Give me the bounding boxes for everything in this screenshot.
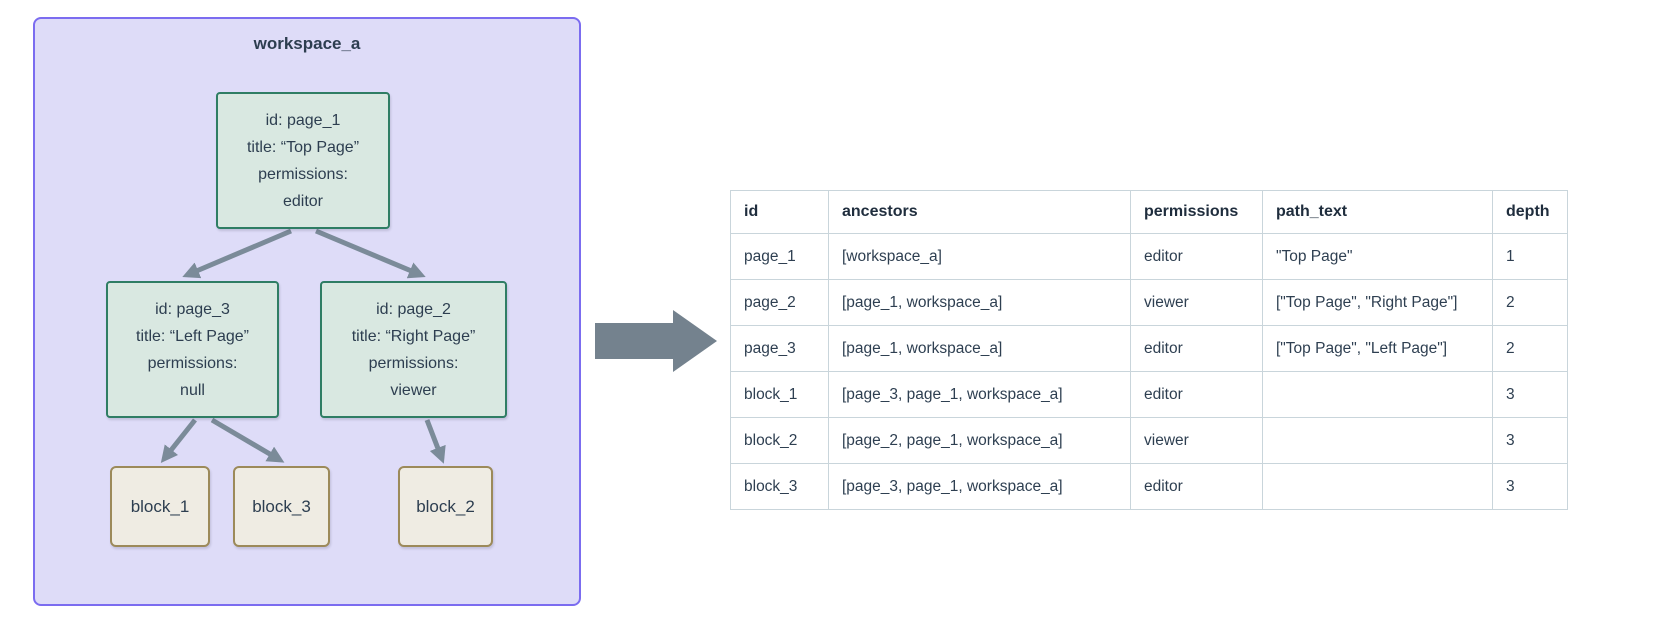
workspace-container: workspace_a id: page_1 title: “Top Page”… <box>33 17 581 606</box>
table-row: page_2 [page_1, workspace_a] viewer ["To… <box>730 279 1568 326</box>
table-row: block_2 [page_2, page_1, workspace_a] vi… <box>730 417 1568 464</box>
cell-id: block_2 <box>730 417 829 464</box>
cell-path-text: ["Top Page", "Left Page"] <box>1262 325 1493 372</box>
edge-page1-page2-arrow <box>315 228 426 279</box>
node-line: title: “Top Page” <box>246 138 360 156</box>
col-header-path-text: path_text <box>1262 190 1493 234</box>
node-page-2: id: page_2 title: “Right Page” permissio… <box>320 281 507 418</box>
cell-id: block_3 <box>730 463 829 510</box>
table-row: page_1 [workspace_a] editor "Top Page" 1 <box>730 233 1568 280</box>
cell-permissions: viewer <box>1130 279 1263 326</box>
cell-id: page_1 <box>730 233 829 280</box>
node-line: null <box>180 381 205 399</box>
cell-ancestors: [page_3, page_1, workspace_a] <box>828 371 1131 418</box>
col-header-ancestors: ancestors <box>828 190 1131 234</box>
cell-path-text <box>1262 371 1493 418</box>
cell-id: page_2 <box>730 279 829 326</box>
cell-depth: 2 <box>1492 325 1568 372</box>
node-line: id: page_2 <box>376 300 451 318</box>
cell-permissions: editor <box>1130 463 1263 510</box>
cell-depth: 3 <box>1492 417 1568 464</box>
cell-permissions: editor <box>1130 233 1263 280</box>
table-header-row: id ancestors permissions path_text depth <box>730 190 1568 234</box>
node-line: permissions: <box>147 354 238 372</box>
transform-arrow-icon <box>595 310 717 372</box>
edge-page1-page3-arrow <box>182 228 292 279</box>
node-label: block_1 <box>130 496 190 516</box>
cell-path-text <box>1262 463 1493 510</box>
col-header-id: id <box>730 190 829 234</box>
cell-ancestors: [workspace_a] <box>828 233 1131 280</box>
node-label: block_3 <box>252 496 311 516</box>
cell-depth: 2 <box>1492 279 1568 326</box>
edge-page3-block1-arrow <box>160 418 197 463</box>
cell-id: block_1 <box>730 371 829 418</box>
table-row: page_3 [page_1, workspace_a] editor ["To… <box>730 325 1568 372</box>
node-block-2: block_2 <box>398 466 493 547</box>
cell-ancestors: [page_1, workspace_a] <box>828 325 1131 372</box>
node-line: editor <box>282 192 324 210</box>
cell-ancestors: [page_1, workspace_a] <box>828 279 1131 326</box>
col-header-permissions: permissions <box>1130 190 1263 234</box>
cell-permissions: viewer <box>1130 417 1263 464</box>
cell-depth: 3 <box>1492 463 1568 510</box>
node-line: permissions: <box>368 354 459 372</box>
node-page-3: id: page_3 title: “Left Page” permission… <box>106 281 279 418</box>
workspace-title: workspace_a <box>253 34 361 53</box>
cell-ancestors: [page_3, page_1, workspace_a] <box>828 463 1131 510</box>
node-line: viewer <box>390 381 437 399</box>
table-row: block_3 [page_3, page_1, workspace_a] ed… <box>730 463 1568 510</box>
node-line: id: page_3 <box>155 300 230 318</box>
edge-page3-block3-arrow <box>210 417 285 463</box>
node-line: title: “Left Page” <box>136 327 249 345</box>
node-line: permissions: <box>258 165 348 183</box>
cell-path-text: ["Top Page", "Right Page"] <box>1262 279 1493 326</box>
cell-permissions: editor <box>1130 325 1263 372</box>
cell-depth: 1 <box>1492 233 1568 280</box>
node-label: block_2 <box>416 496 475 516</box>
edge-page2-block2-arrow <box>424 419 446 464</box>
node-page-1: id: page_1 title: “Top Page” permissions… <box>216 92 390 229</box>
cell-permissions: editor <box>1130 371 1263 418</box>
cell-depth: 3 <box>1492 371 1568 418</box>
cell-id: page_3 <box>730 325 829 372</box>
node-block-3: block_3 <box>233 466 330 547</box>
node-line: id: page_1 <box>265 111 341 129</box>
node-line: title: “Right Page” <box>351 327 476 345</box>
cell-ancestors: [page_2, page_1, workspace_a] <box>828 417 1131 464</box>
cell-path-text <box>1262 417 1493 464</box>
col-header-depth: depth <box>1492 190 1568 234</box>
node-block-1: block_1 <box>110 466 210 547</box>
table-row: block_1 [page_3, page_1, workspace_a] ed… <box>730 371 1568 418</box>
cell-path-text: "Top Page" <box>1262 233 1493 280</box>
result-table: id ancestors permissions path_text depth… <box>730 190 1568 510</box>
